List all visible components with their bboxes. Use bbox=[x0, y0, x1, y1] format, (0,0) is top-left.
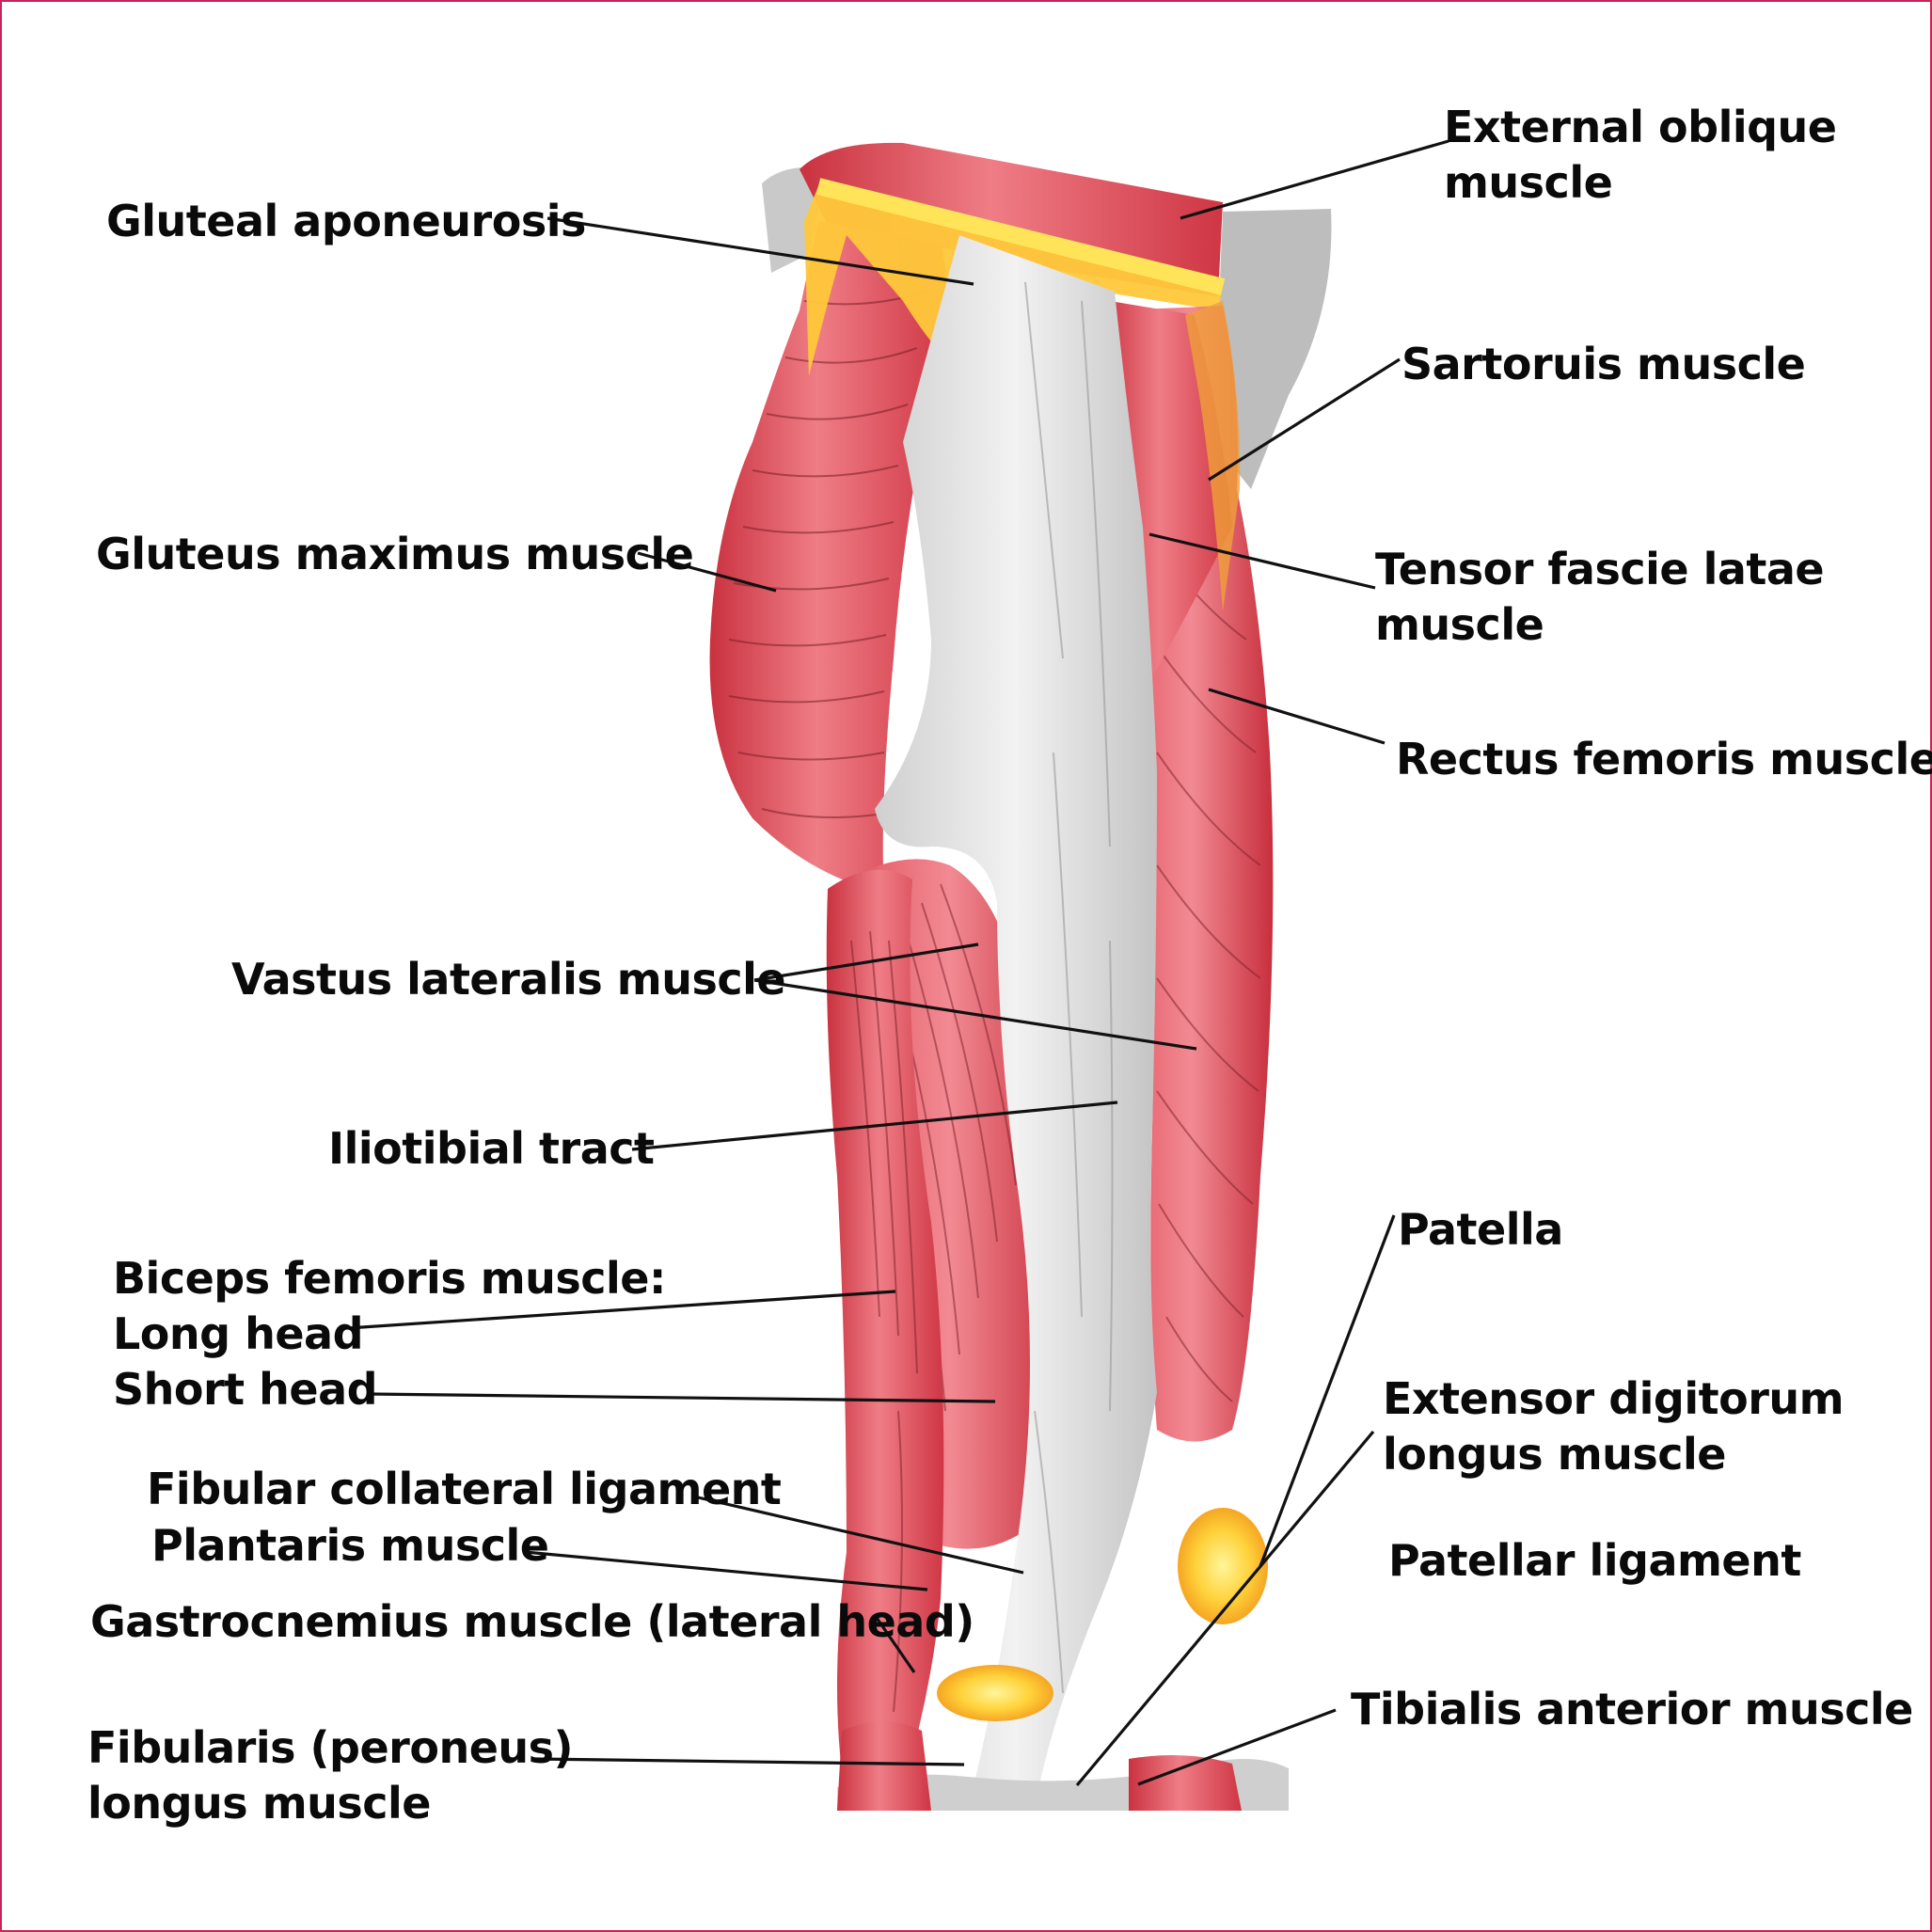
label-iliotibial-tract: Iliotibial tract bbox=[328, 1123, 655, 1174]
fibula-head bbox=[937, 1665, 1053, 1721]
label-gluteal-aponeurosis: Gluteal aponeurosis bbox=[106, 196, 586, 246]
label-gastrocnemius: Gastrocnemius muscle (lateral head) bbox=[90, 1596, 974, 1647]
label-rectus-femoris: Rectus femoris muscle bbox=[1396, 734, 1932, 784]
hip-back-skin bbox=[762, 166, 828, 273]
label-fibular-collateral: Fibular collateral ligament bbox=[147, 1464, 782, 1514]
lower-leg-muscle bbox=[837, 1721, 931, 1811]
patella bbox=[1178, 1508, 1268, 1624]
hip-skin bbox=[1213, 209, 1332, 489]
label-vastus-lateralis: Vastus lateralis muscle bbox=[231, 954, 786, 1005]
label-sartorius: Sartoruis muscle bbox=[1401, 339, 1806, 389]
label-extensor-digitorum: Extensor digitorum longus muscle bbox=[1383, 1373, 1845, 1480]
label-tibialis-anterior: Tibialis anterior muscle bbox=[1351, 1684, 1913, 1734]
label-external-oblique: External oblique muscle bbox=[1444, 102, 1837, 208]
label-patella: Patella bbox=[1398, 1204, 1563, 1255]
gluteus-maximus-muscle bbox=[709, 221, 948, 894]
label-biceps-femoris: Biceps femoris muscle: Long head Short h… bbox=[113, 1253, 666, 1415]
label-tensor-fasciae-latae: Tensor fascie latae muscle bbox=[1375, 544, 1825, 650]
label-fibularis-longus: Fibularis (peroneus) longus muscle bbox=[87, 1722, 574, 1829]
label-plantaris: Plantaris muscle bbox=[151, 1520, 549, 1571]
biceps-femoris-muscle bbox=[826, 869, 944, 1806]
gluteal-aponeurosis bbox=[804, 186, 1223, 376]
leader-lines bbox=[347, 139, 1449, 1787]
label-gluteus-maximus: Gluteus maximus muscle bbox=[96, 529, 694, 579]
label-patellar-ligament: Patellar ligament bbox=[1388, 1535, 1801, 1586]
